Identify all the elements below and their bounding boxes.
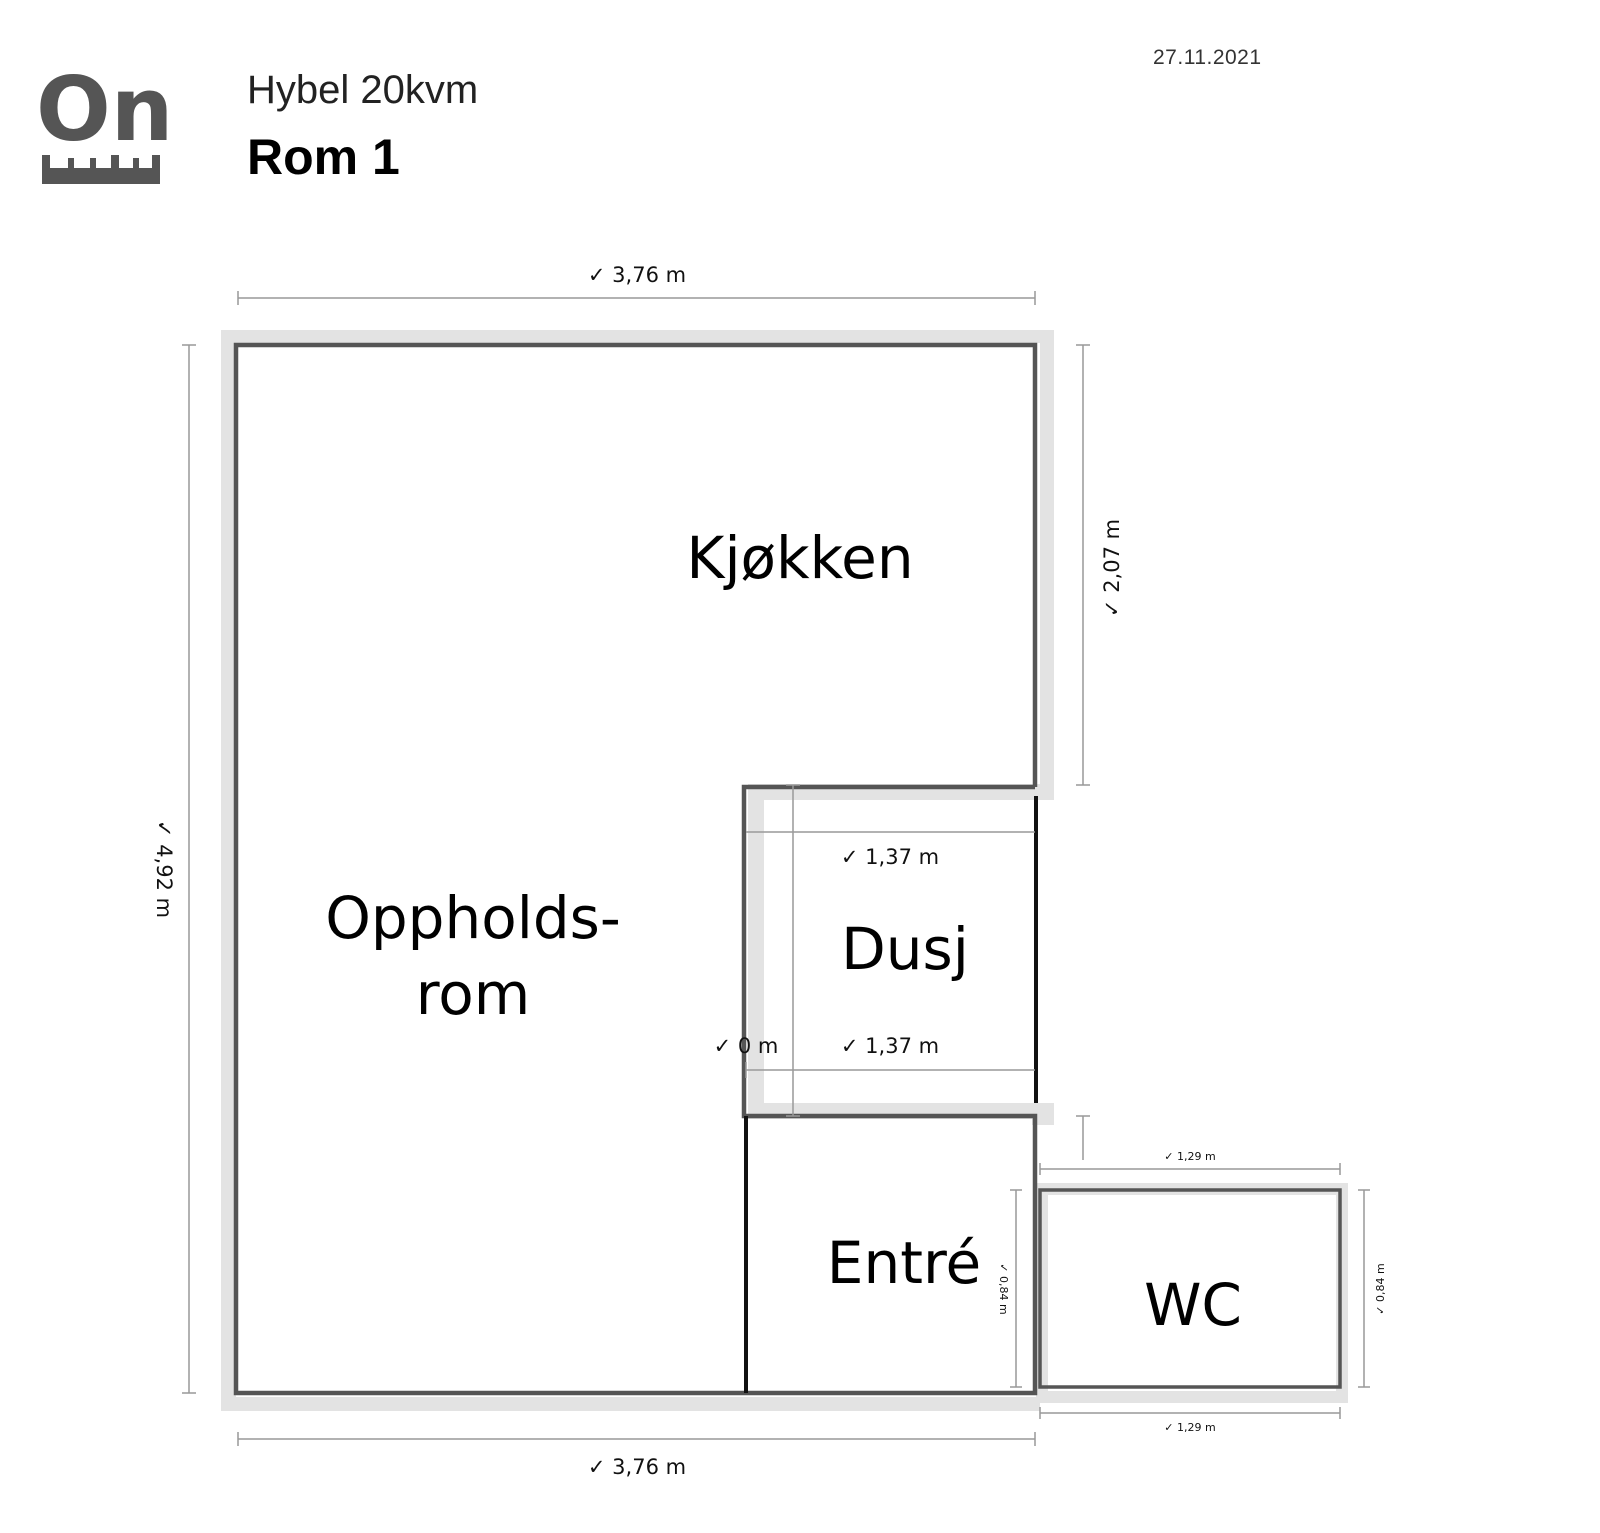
- room-label-kitchen: Kjøkken: [686, 524, 913, 592]
- dimension-bottom-width: ✓ 3,76 m: [588, 1455, 686, 1479]
- wall-shadows: [221, 330, 1348, 1411]
- room-label-living-line2: rom: [416, 960, 531, 1028]
- page-title: Rom 1: [247, 129, 400, 185]
- ruler-icon: [42, 155, 160, 184]
- dimension-lines: [182, 291, 1370, 1446]
- dimension-kitchen-height: ✓ 2,07 m: [1100, 519, 1124, 617]
- dimension-wc-top: ✓ 1,29 m: [1164, 1150, 1215, 1163]
- logo-text: On: [36, 60, 170, 161]
- room-label-entrance: Entré: [827, 1229, 981, 1297]
- room-label-living-line1: Oppholds-: [325, 884, 621, 952]
- dimension-wc-left: ✓ 0,84 m: [997, 1263, 1010, 1314]
- main-walls: [233, 342, 1038, 1396]
- room-label-shower: Dusj: [841, 915, 969, 983]
- logo: On: [36, 60, 170, 184]
- dimension-wc-bottom: ✓ 1,29 m: [1164, 1421, 1215, 1434]
- wc-walls: [1038, 1188, 1342, 1389]
- dimension-wc-right: ✓ 0,84 m: [1374, 1263, 1387, 1314]
- project-name: Hybel 20kvm: [247, 68, 479, 112]
- room-label-wc: WC: [1144, 1271, 1242, 1339]
- inner-walls: [744, 796, 1038, 1393]
- dimension-top-width: ✓ 3,76 m: [588, 263, 686, 287]
- dimension-shower-bottom: ✓ 1,37 m: [841, 1034, 939, 1058]
- dimension-shower-top: ✓ 1,37 m: [841, 845, 939, 869]
- dimension-left-height: ✓ 4,92 m: [152, 820, 176, 918]
- date-stamp: 27.11.2021: [1153, 46, 1262, 69]
- dimension-shower-zero: ✓ 0 m: [714, 1034, 779, 1058]
